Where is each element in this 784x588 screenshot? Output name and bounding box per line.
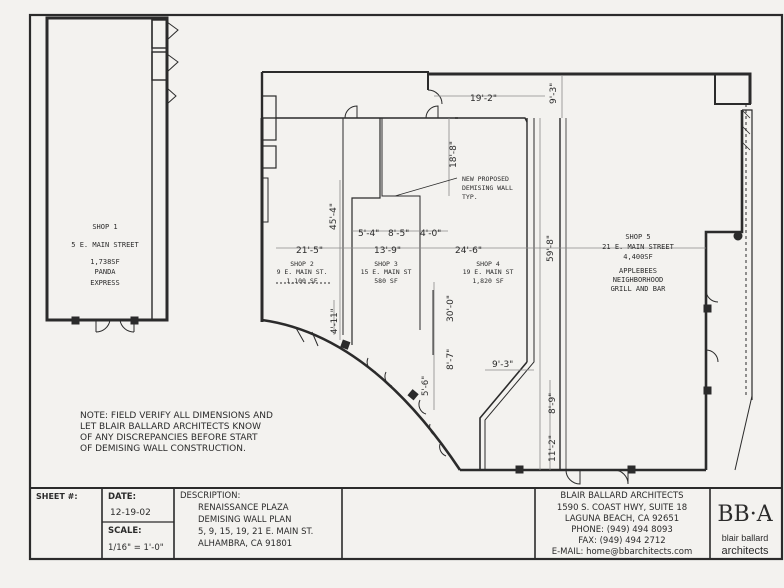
dim-24-6: 24'-6"	[455, 246, 482, 256]
shop-2-area: 1,100 SF	[286, 277, 317, 285]
description-line-2: DEMISING WALL PLAN	[198, 515, 291, 525]
description-line-1: RENAISSANCE PLAZA	[198, 503, 289, 513]
dimension-labels: 19'-2" 9'-3" 18'-8" 45'-4" 5'-4" 8'-5" 4…	[296, 83, 559, 462]
shop-1-name: SHOP 1	[92, 223, 117, 231]
dim-59-8: 59'-8"	[546, 235, 556, 262]
note-line-1: NOTE: FIELD VERIFY ALL DIMENSIONS AND	[80, 411, 273, 421]
shop-4-address: 19 E. MAIN ST	[463, 268, 514, 276]
shop-3-area: 580 SF	[374, 277, 398, 285]
shop-5-area: 4,400SF	[623, 253, 653, 261]
firm-name: BLAIR BALLARD ARCHITECTS	[560, 491, 683, 501]
dim-11-2: 11'-2"	[548, 435, 558, 462]
firm-email: E-MAIL: home@bbarchitects.com	[552, 547, 693, 557]
scale-label: SCALE:	[108, 526, 142, 536]
note-line-3: OF ANY DISCREPANCIES BEFORE START	[80, 433, 258, 443]
shop-3-name: SHOP 3	[374, 260, 398, 268]
shop-5-tenant-3: GRILL AND BAR	[611, 285, 667, 293]
note-line-4: OF DEMISING WALL CONSTRUCTION.	[80, 444, 246, 454]
title-block-text: SHEET #: DATE: 12-19-02 SCALE: 1/16" = 1…	[36, 491, 692, 557]
date-label: DATE:	[108, 492, 136, 502]
shop-1-label: SHOP 1 5 E. MAIN STREET 1,738SF PANDA EX…	[71, 223, 139, 287]
callout-line-3: TYP.	[462, 193, 478, 201]
callout-line-1: NEW PROPOSED	[462, 175, 509, 183]
description-line-4: ALHAMBRA, CA 91801	[198, 539, 292, 549]
logo-text-1: blair ballard	[722, 533, 769, 543]
shop-3-label: SHOP 3 15 E. MAIN ST 580 SF	[361, 260, 412, 285]
logo-mark: BB·A	[717, 502, 773, 527]
logo-text-2: architects	[721, 545, 769, 557]
dim-5-4: 5'-4"	[358, 229, 379, 239]
firm-phone: PHONE: (949) 494 8093	[571, 525, 673, 535]
dim-8-7: 8'-7"	[446, 349, 456, 370]
shop-1-tenant-2: EXPRESS	[90, 279, 120, 287]
dim-30-0: 30'-0"	[446, 295, 456, 322]
dimension-lines	[276, 76, 706, 470]
sheet-border	[28, 13, 784, 561]
main-building-walls	[260, 71, 753, 472]
note-line-2: LET BLAIR BALLARD ARCHITECTS KNOW	[80, 422, 261, 432]
firm-address-1: 1590 S. COAST HWY, SUITE 18	[557, 503, 687, 513]
dim-8-9: 8'-9"	[548, 393, 558, 414]
field-verify-note: NOTE: FIELD VERIFY ALL DIMENSIONS AND LE…	[80, 411, 273, 454]
title-block	[30, 487, 782, 559]
demising-wall-callout: NEW PROPOSED DEMISING WALL TYP.	[462, 175, 513, 201]
dim-9-3-top: 9'-3"	[549, 83, 559, 104]
shop-1-address: 5 E. MAIN STREET	[71, 241, 139, 249]
shop-4-name: SHOP 4	[476, 260, 500, 268]
shop-1-building	[45, 16, 179, 333]
shop-5-tenant: APPLEBEES	[619, 267, 657, 275]
dim-45-4: 45'-4"	[329, 203, 339, 230]
dim-4-0: 4'-0"	[420, 229, 441, 239]
shop-2-name: SHOP 2	[290, 260, 314, 268]
dim-9-3-low: 9'-3"	[492, 360, 513, 370]
date-value: 12-19-02	[110, 508, 151, 518]
dim-4-11: 4'-11"	[330, 308, 340, 334]
shop-1-tenant: PANDA	[94, 268, 116, 276]
shop-1-area: 1,738SF	[90, 258, 120, 266]
dim-21-5: 21'-5"	[296, 246, 323, 256]
shop-4-area: 1,820 SF	[472, 277, 503, 285]
shop-5-address: 21 E. MAIN STREET	[602, 243, 674, 251]
doors-and-columns	[295, 89, 743, 485]
sheet-number-label: SHEET #:	[36, 492, 78, 501]
demising-walls	[276, 117, 567, 470]
dim-13-9: 13'-9"	[374, 246, 401, 256]
description-label: DESCRIPTION:	[180, 491, 240, 501]
description-line-3: 5, 9, 15, 19, 21 E. MAIN ST.	[198, 527, 313, 537]
dim-8-5: 8'-5"	[388, 229, 409, 239]
shop-3-address: 15 E. MAIN ST	[361, 268, 412, 276]
shop-2-address: 9 E. MAIN ST.	[277, 268, 328, 276]
dim-18-8: 18'-8"	[449, 141, 459, 168]
shop-4-label: SHOP 4 19 E. MAIN ST 1,820 SF	[463, 260, 514, 285]
firm-logo: BB·A blair ballard architects	[717, 502, 773, 557]
shop-5-tenant-2: NEIGHBORHOOD	[613, 276, 664, 284]
shop-5-name: SHOP 5	[625, 233, 650, 241]
scale-value: 1/16" = 1'-0"	[108, 543, 164, 553]
dim-5-6: 5'-6"	[421, 376, 431, 396]
firm-fax: FAX: (949) 494 2712	[578, 536, 665, 546]
dim-19-2: 19'-2"	[470, 94, 497, 104]
firm-address-2: LAGUNA BEACH, CA 92651	[565, 514, 679, 524]
shop-2-label: SHOP 2 9 E. MAIN ST. 1,100 SF	[277, 260, 328, 285]
callout-line-2: DEMISING WALL	[462, 184, 513, 192]
shop-5-label: SHOP 5 21 E. MAIN STREET 4,400SF APPLEBE…	[602, 233, 674, 293]
